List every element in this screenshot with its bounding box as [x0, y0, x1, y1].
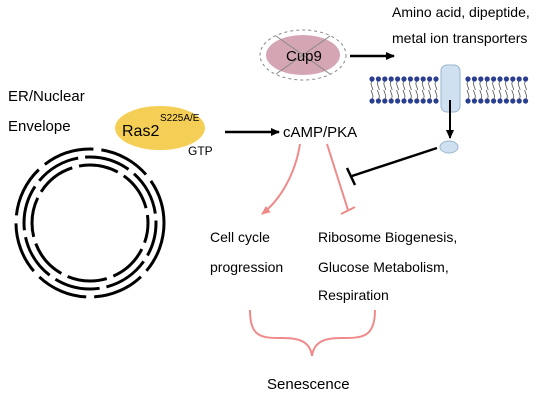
ribosome-label-line3: Respiration [318, 287, 389, 303]
cell-cycle-label-line2: progression [210, 259, 283, 275]
ribosome-label-line2: Glucose Metabolism, [318, 259, 449, 275]
ras2-blob [115, 106, 205, 150]
ras2-label: Ras2 [122, 123, 159, 140]
cup9-label: Cup9 [286, 48, 322, 65]
substrate-inhibits-camp [345, 146, 438, 186]
lipid-bilayer [369, 76, 529, 104]
transporters-label-line1: Amino acid, dipeptide, [392, 4, 530, 20]
senescence-brace [249, 309, 376, 357]
ribosome-label-line1: Ribosome Biogenesis, [318, 229, 457, 245]
er-label-line1: ER/Nuclear [8, 88, 85, 105]
camp-inhibits-ribosome [326, 143, 356, 215]
substrate-blob [439, 140, 459, 154]
camp-pka-label: cAMP/PKA [283, 124, 357, 141]
er-label-line2: Envelope [8, 118, 71, 135]
cell-cycle-label-line1: Cell cycle [210, 229, 270, 245]
cup9-deleted [259, 29, 347, 81]
er-nuclear-envelope [14, 147, 166, 299]
senescence-label: Senescence [267, 376, 350, 393]
camp-to-cell-cycle-arrow [261, 143, 301, 215]
ras2-mutation-label: S225A/E [160, 113, 200, 124]
gtp-label: GTP [188, 144, 213, 158]
transporters-label-line2: metal ion transporters [392, 30, 527, 46]
